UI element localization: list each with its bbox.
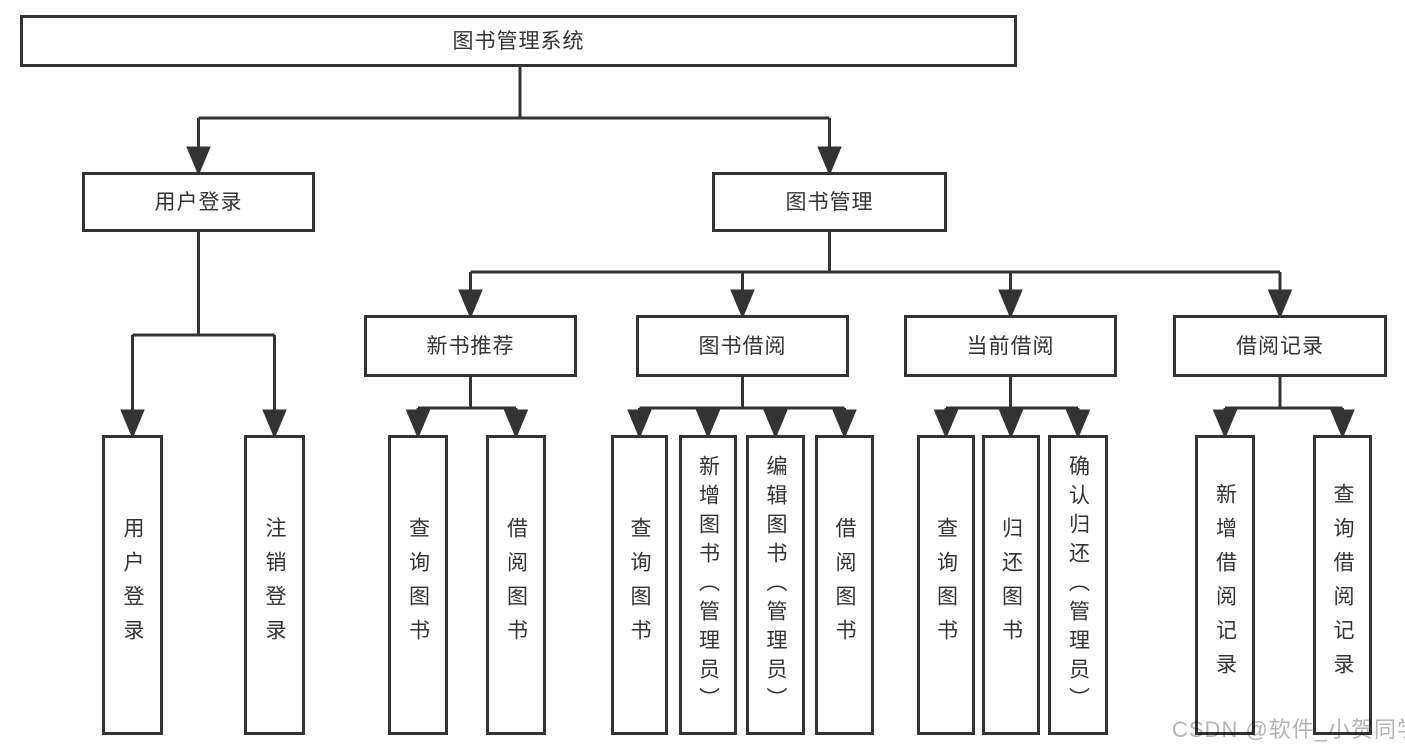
leaf-borrow-books-recommend: 借阅图书 (486, 435, 546, 735)
connector-current-borrow-to-leaves (933, 377, 1091, 439)
node-current-borrow: 当前借阅 (904, 315, 1117, 377)
leaf-query-books-borrow: 查询图书 (611, 435, 668, 735)
leaf-add-borrow-record: 新增借阅记录 (1195, 435, 1255, 735)
connector-new-book-recommend-to-leaves (405, 377, 529, 439)
leaf-add-books-admin: 新增图书（管理员） (679, 435, 737, 735)
leaf-logout: 注销登录 (244, 435, 305, 735)
connector-root-to-level2 (186, 67, 842, 176)
node-borrow-records: 借阅记录 (1173, 315, 1387, 377)
node-root-system: 图书管理系统 (20, 15, 1017, 67)
leaf-query-borrow-record: 查询借阅记录 (1313, 435, 1372, 735)
leaf-return-books: 归还图书 (982, 435, 1040, 735)
node-user-login: 用户登录 (82, 172, 315, 232)
connector-user-login-to-leaves (120, 232, 287, 439)
leaf-user-login: 用户登录 (102, 435, 163, 735)
connector-book-borrow-to-leaves (627, 377, 857, 439)
node-book-management: 图书管理 (712, 172, 947, 232)
node-book-borrow: 图书借阅 (636, 315, 849, 377)
leaf-query-books-current: 查询图书 (917, 435, 975, 735)
csdn-watermark: CSDN @软件_小贺同学 (1172, 717, 1405, 742)
connector-borrow-records-to-leaves (1212, 377, 1355, 439)
connector-book-management-to-level3 (458, 232, 1293, 319)
leaf-query-books-recommend: 查询图书 (388, 435, 448, 735)
leaf-edit-books-admin: 编辑图书（管理员） (746, 435, 805, 735)
leaf-confirm-return-admin: 确认归还（管理员） (1048, 435, 1108, 735)
leaf-borrow-books: 借阅图书 (815, 435, 874, 735)
node-new-book-recommend: 新书推荐 (364, 315, 577, 377)
